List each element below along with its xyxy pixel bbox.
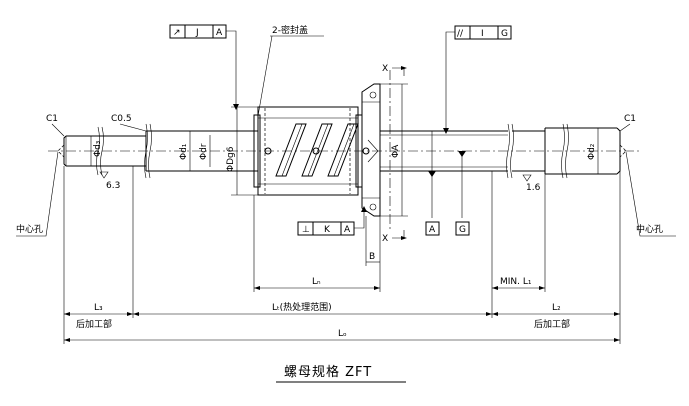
section-x-bottom: X: [382, 234, 388, 244]
center-hole-left-label: 中心孔: [16, 223, 43, 235]
roughness-left-symbol: [99, 171, 109, 179]
dim-l3-label: L₃: [94, 303, 103, 313]
roughness-right-symbol: [522, 174, 532, 182]
roughness-right-value: 1.6: [526, 183, 541, 193]
c05-label: C0.5: [111, 114, 132, 124]
d1-label: Φd₁: [179, 143, 189, 160]
right-break-4: [565, 123, 569, 179]
dim-ln-label: Lₙ: [312, 277, 321, 287]
c1-right-leader: [619, 123, 631, 132]
tf1-datum: A: [216, 28, 223, 38]
ball-3: [362, 147, 370, 155]
c1-right-label: C1: [624, 114, 636, 124]
roughness-left-value: 6.3: [106, 181, 120, 191]
datum-box-g: [455, 221, 470, 236]
wiper-right: [367, 139, 379, 163]
tf1-value: J: [195, 28, 199, 38]
ball-nut: [253, 83, 381, 217]
tf2-datum: G: [501, 29, 508, 39]
drawing-title: 螺母规格 ZFT: [284, 364, 372, 380]
right-break-2: [510, 123, 514, 179]
right-break-1: [506, 123, 510, 179]
datum-a-label: A: [429, 225, 436, 235]
dim-min-l1-label: MIN. L₁: [500, 277, 532, 287]
shaft: [48, 123, 640, 179]
seal-note-leader: [257, 35, 273, 117]
tolerance-frame-top-right: // I G: [443, 25, 512, 134]
section-x-bottom-head: [401, 236, 407, 240]
tf2-value: I: [481, 29, 484, 39]
nut-body: [257, 106, 359, 196]
length-dimensions: [63, 166, 621, 344]
flange-bolt-hole-bottom: [369, 203, 377, 211]
c1-left-label: C1: [46, 114, 58, 124]
section-x-top: X: [382, 64, 388, 74]
seal-note-label: 2-密封盖: [272, 24, 308, 36]
right-end-chamfer: [616, 127, 621, 175]
left-break-1: [96, 126, 100, 176]
tolerance-frame-top-left: ↗ J A: [169, 24, 239, 110]
datum-g-label: G: [459, 225, 466, 235]
tf3-symbol: ⊥: [302, 225, 310, 235]
section-x-top-head: [401, 66, 407, 70]
center-hole-right-leader: [625, 151, 676, 237]
dim-b-label: B: [369, 252, 375, 262]
tf2-symbol: //: [457, 29, 464, 39]
left-end-chamfer: [63, 135, 67, 167]
dg6-label: ΦDg6: [226, 146, 236, 172]
tolerance-frame-bottom: ⊥ K A: [297, 206, 367, 236]
center-hole-left-leader: [16, 151, 59, 237]
ball-track-hatch: [275, 123, 359, 177]
right-break-3: [561, 123, 565, 179]
tf1-symbol: ↗: [173, 28, 181, 38]
flange-bolt-hole-top: [369, 91, 377, 99]
dr-label: Φdr: [199, 143, 209, 160]
datum-g-triangle: [458, 151, 466, 157]
right-center-hole: [619, 144, 627, 158]
datum-a-triangle: [428, 171, 436, 177]
left-center-hole: [57, 144, 65, 158]
post-machining-left: 后加工部: [76, 318, 112, 330]
post-machining-right: 后加工部: [534, 318, 570, 330]
datum-box-a: [425, 221, 440, 236]
ball-2: [312, 147, 320, 155]
left-break-2: [100, 126, 104, 176]
dim-l2-label: L₂: [552, 303, 561, 313]
d3-label: Φd₃: [93, 140, 103, 157]
c1-left-leader: [51, 123, 65, 137]
dim-lo-label: Lₒ: [338, 329, 347, 339]
phiA-label: ΦA: [391, 144, 401, 158]
dim-lt-label: Lₜ(热处理范围): [272, 301, 332, 313]
tf3-value: K: [324, 225, 331, 235]
diameter-dimensions: [90, 83, 599, 218]
center-hole-right-label: 中心孔: [636, 223, 663, 235]
tf3-datum: A: [344, 225, 351, 235]
c05-leader: [119, 123, 147, 132]
d2-label: Φd₂: [587, 143, 597, 160]
left-break-4: [148, 123, 152, 179]
seal-cap-left: [253, 114, 261, 188]
